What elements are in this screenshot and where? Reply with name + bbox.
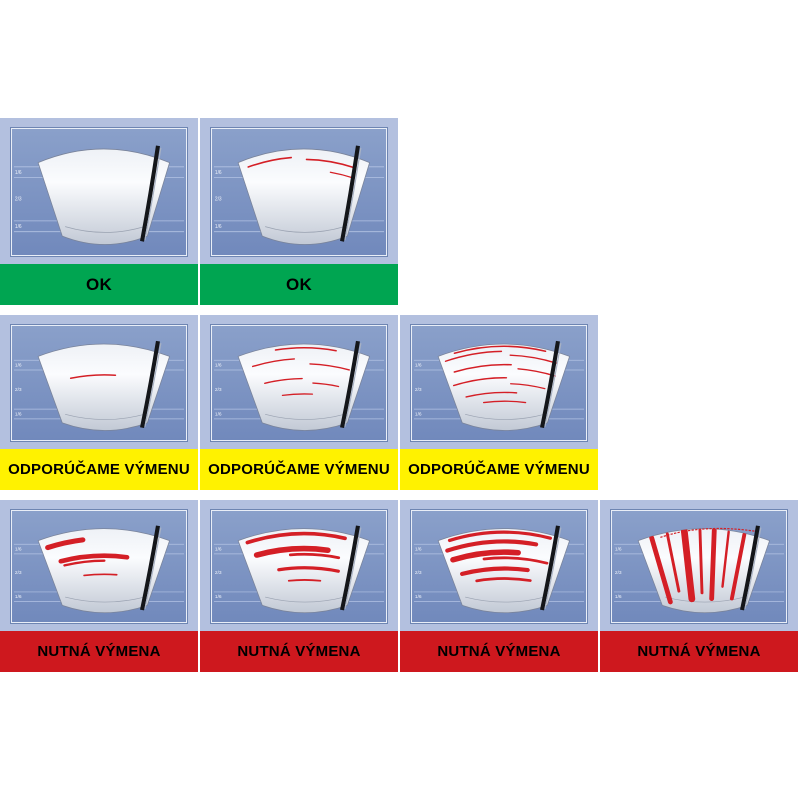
- svg-text:1/6: 1/6: [15, 594, 22, 600]
- svg-text:2/3: 2/3: [215, 387, 222, 393]
- wear-cell: 1/6 2/3 1/6 ODPORÚČAME VÝMENU: [400, 315, 598, 490]
- svg-text:1/6: 1/6: [415, 594, 422, 600]
- status-label-warn: ODPORÚČAME VÝMENU: [400, 449, 598, 490]
- wear-cell: 1/6 2/3 1/6 OK: [0, 118, 198, 305]
- wear-cell: 1/6 2/3 1/6 OK: [200, 118, 398, 305]
- windshield-panel: 1/6 2/3 1/6: [400, 500, 598, 631]
- svg-text:1/6: 1/6: [15, 363, 22, 369]
- svg-text:1/6: 1/6: [15, 547, 22, 553]
- windshield-graphic: 1/6 2/3 1/6: [13, 340, 185, 431]
- svg-text:1/6: 1/6: [215, 363, 222, 369]
- row-replacement-necessary: 1/6 2/3 1/6 NUTNÁ VÝMENA 1/6 2/3 1/6 NUTNÁ V…: [0, 500, 798, 672]
- windshield-screen: 1/6 2/3 1/6: [210, 509, 388, 624]
- windshield-panel: 1/6 2/3 1/6: [0, 118, 198, 264]
- windshield-screen: 1/6 2/3 1/6: [410, 509, 588, 624]
- svg-text:1/6: 1/6: [215, 170, 222, 176]
- windshield-graphic: 1/6 2/3 1/6: [213, 340, 385, 431]
- windshield-graphic: 1/6 2/3 1/6: [413, 525, 585, 614]
- svg-text:1/6: 1/6: [415, 412, 422, 418]
- wear-cell: 1/6 2/3 1/6 NUTNÁ VÝMENA: [0, 500, 198, 672]
- svg-text:1/6: 1/6: [415, 363, 422, 369]
- windshield-panel: 1/6 2/3 1/6: [0, 315, 198, 449]
- wear-cell: 1/6 2/3 1/6 NUTNÁ VÝMENA: [200, 500, 398, 672]
- svg-text:2/3: 2/3: [15, 387, 22, 393]
- windshield-graphic: 1/6 2/3 1/6: [413, 340, 585, 431]
- row-ok: 1/6 2/3 1/6 OK 1/6 2/3 1/6 OK: [0, 118, 398, 305]
- svg-text:2/3: 2/3: [415, 387, 422, 393]
- svg-text:2/3: 2/3: [415, 570, 422, 576]
- windshield-screen: 1/6 2/3 1/6: [10, 127, 188, 257]
- windshield-graphic: 1/6 2/3 1/6: [13, 525, 185, 614]
- windshield-screen: 1/6 2/3 1/6: [210, 324, 388, 442]
- windshield-panel: 1/6 2/3 1/6: [200, 315, 398, 449]
- windshield-panel: 1/6 2/3 1/6: [0, 500, 198, 631]
- svg-text:1/6: 1/6: [15, 170, 22, 176]
- svg-text:2/3: 2/3: [215, 570, 222, 576]
- svg-text:2/3: 2/3: [15, 570, 22, 576]
- windshield-screen: 1/6 2/3 1/6: [10, 324, 188, 442]
- windshield-panel: 1/6 2/3 1/6: [200, 118, 398, 264]
- svg-text:2/3: 2/3: [615, 570, 622, 576]
- windshield-graphic: 1/6 2/3 1/6: [213, 145, 385, 245]
- wear-cell: 1/6 2/3 1/6 NUTNÁ VÝMENA: [600, 500, 798, 672]
- status-label-bad: NUTNÁ VÝMENA: [0, 631, 198, 672]
- svg-text:1/6: 1/6: [215, 594, 222, 600]
- svg-text:2/3: 2/3: [15, 197, 22, 203]
- status-label-ok: OK: [200, 264, 398, 305]
- svg-text:1/6: 1/6: [15, 412, 22, 418]
- status-label-warn: ODPORÚČAME VÝMENU: [200, 449, 398, 490]
- windshield-panel: 1/6 2/3 1/6: [600, 500, 798, 631]
- svg-text:1/6: 1/6: [15, 224, 22, 230]
- windshield-screen: 1/6 2/3 1/6: [610, 509, 788, 624]
- status-label-warn: ODPORÚČAME VÝMENU: [0, 449, 198, 490]
- status-label-bad: NUTNÁ VÝMENA: [400, 631, 598, 672]
- windshield-panel: 1/6 2/3 1/6: [200, 500, 398, 631]
- wear-cell: 1/6 2/3 1/6 ODPORÚČAME VÝMENU: [200, 315, 398, 490]
- svg-text:1/6: 1/6: [615, 547, 622, 553]
- wear-cell: 1/6 2/3 1/6 NUTNÁ VÝMENA: [400, 500, 598, 672]
- status-label-bad: NUTNÁ VÝMENA: [600, 631, 798, 672]
- row-recommend-replacement: 1/6 2/3 1/6 ODPORÚČAME VÝMENU 1/6 2/3 1/6 OD…: [0, 315, 598, 490]
- svg-text:2/3: 2/3: [215, 197, 222, 203]
- status-label-bad: NUTNÁ VÝMENA: [200, 631, 398, 672]
- status-label-ok: OK: [0, 264, 198, 305]
- svg-text:1/6: 1/6: [215, 412, 222, 418]
- windshield-screen: 1/6 2/3 1/6: [410, 324, 588, 442]
- windshield-screen: 1/6 2/3 1/6: [210, 127, 388, 257]
- windshield-screen: 1/6 2/3 1/6: [10, 509, 188, 624]
- windshield-graphic: 1/6 2/3 1/6: [213, 525, 385, 614]
- windshield-graphic: 1/6 2/3 1/6: [13, 145, 185, 245]
- svg-text:1/6: 1/6: [615, 594, 622, 600]
- windshield-graphic: 1/6 2/3 1/6: [613, 525, 785, 614]
- svg-text:1/6: 1/6: [415, 547, 422, 553]
- windshield-panel: 1/6 2/3 1/6: [400, 315, 598, 449]
- svg-text:1/6: 1/6: [215, 224, 222, 230]
- wear-cell: 1/6 2/3 1/6 ODPORÚČAME VÝMENU: [0, 315, 198, 490]
- svg-text:1/6: 1/6: [215, 547, 222, 553]
